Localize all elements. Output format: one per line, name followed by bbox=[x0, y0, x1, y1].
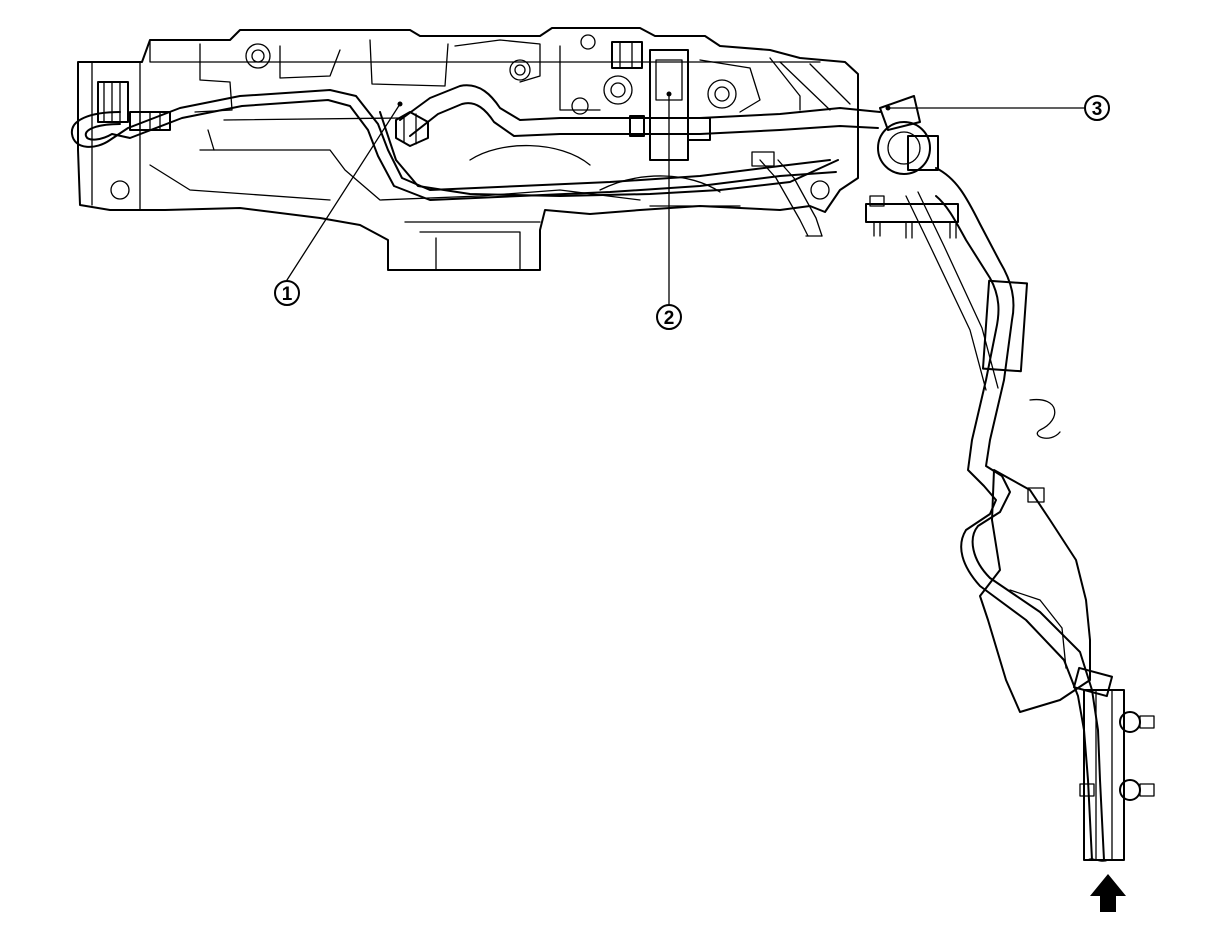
heater-hose-2 bbox=[395, 41, 881, 161]
heater-hose-3 bbox=[865, 95, 1155, 862]
callout-2: 2 bbox=[656, 91, 682, 330]
front-arrow-icon bbox=[1090, 874, 1126, 912]
callout-3-label: 3 bbox=[1092, 99, 1103, 120]
engine-assembly bbox=[77, 27, 859, 271]
return-hose bbox=[379, 111, 839, 237]
heater-hose-1 bbox=[70, 81, 837, 201]
callout-2-label: 2 bbox=[664, 308, 675, 329]
callout-3: 3 bbox=[885, 95, 1110, 121]
callout-1: 1 bbox=[274, 101, 403, 306]
callout-1-label: 1 bbox=[282, 284, 293, 305]
